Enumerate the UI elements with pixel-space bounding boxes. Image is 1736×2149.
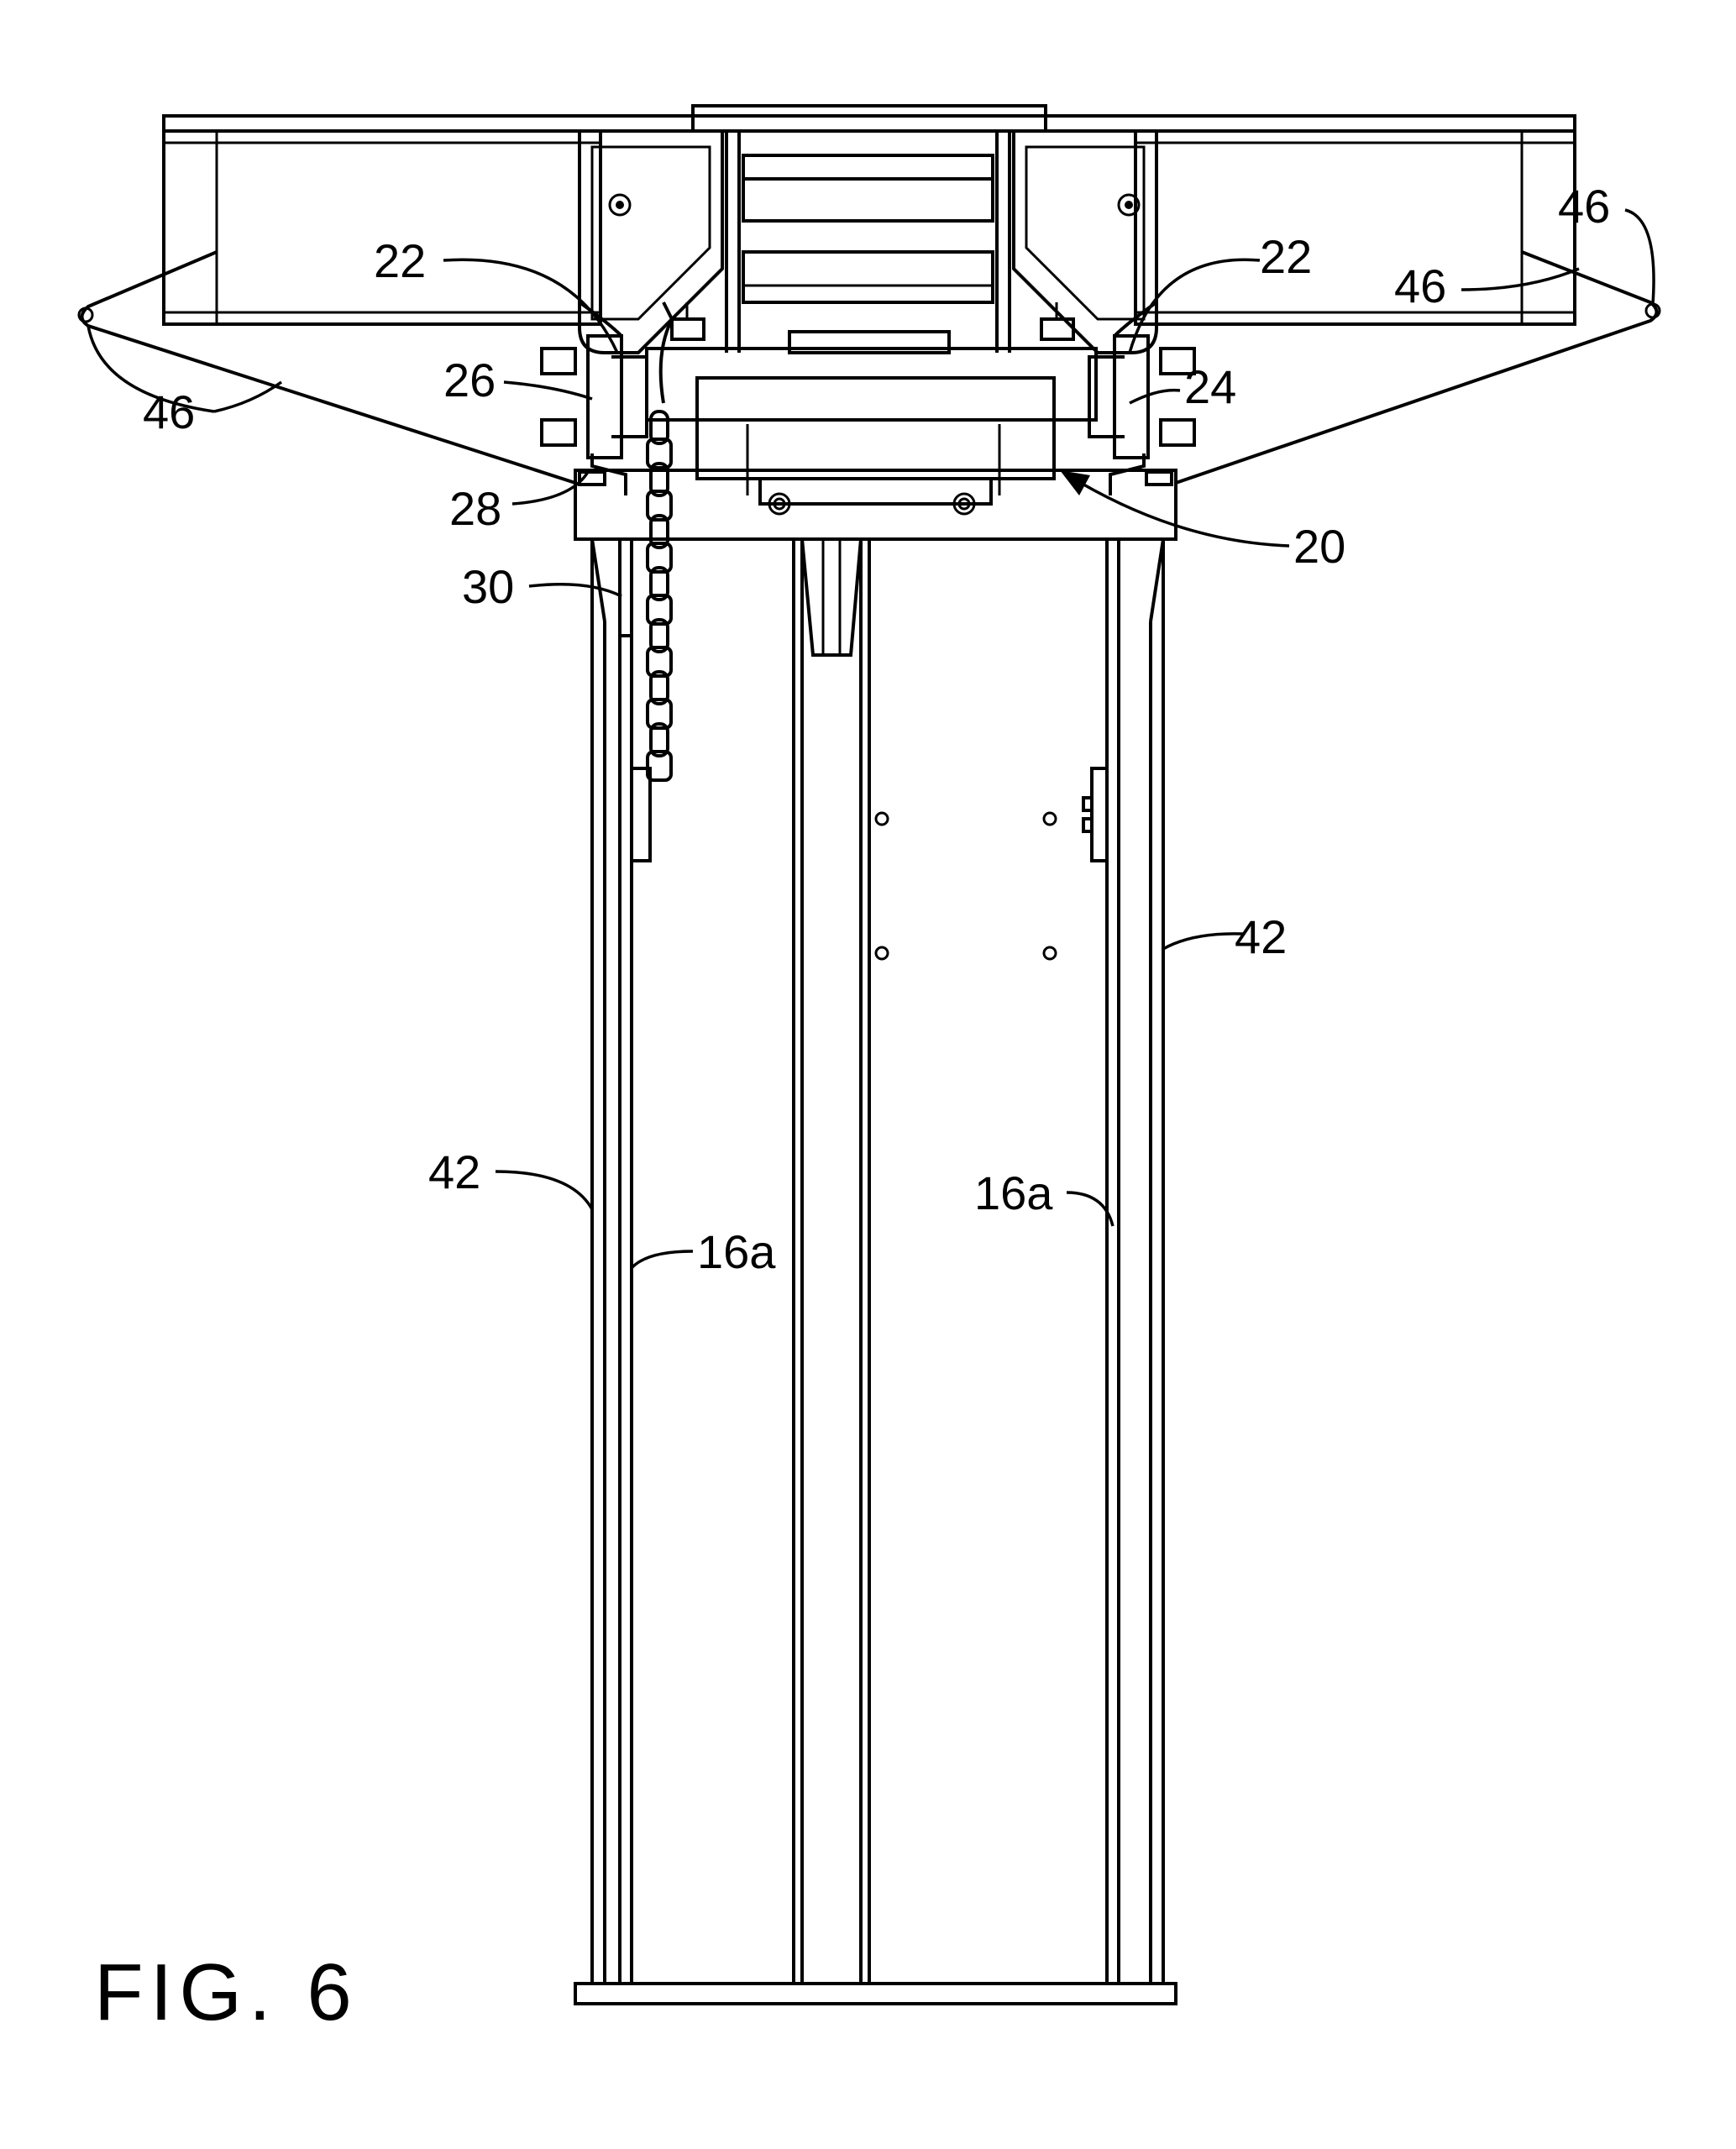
label-16a-left: 16a xyxy=(697,1225,776,1278)
chain-link xyxy=(646,490,673,522)
support-cables xyxy=(77,250,1661,485)
chain-link xyxy=(649,410,669,445)
chain-link xyxy=(649,722,669,757)
figure-caption: FIG. 6 xyxy=(94,1947,359,2037)
label-46-top-right: 46 xyxy=(1558,180,1610,233)
chain xyxy=(646,301,674,782)
label-22-right: 22 xyxy=(1260,230,1312,283)
chain-link xyxy=(646,594,673,626)
mast-column xyxy=(574,537,1177,2005)
chain-link xyxy=(649,514,669,549)
label-28: 28 xyxy=(449,482,501,535)
label-26: 26 xyxy=(443,354,496,406)
chain-link xyxy=(646,542,673,574)
label-30: 30 xyxy=(462,560,514,613)
chain-hook xyxy=(658,301,674,404)
label-24: 24 xyxy=(1184,360,1236,413)
label-42-right: 42 xyxy=(1235,910,1287,963)
label-46-left: 46 xyxy=(143,385,195,438)
chain-link xyxy=(646,698,673,730)
label-22-left: 22 xyxy=(374,234,426,287)
chain-link xyxy=(649,462,669,497)
label-20: 20 xyxy=(1293,520,1345,573)
chain-link xyxy=(649,566,669,601)
label-42-left: 42 xyxy=(428,1145,480,1198)
reference-labels: 22 22 26 24 28 30 20 42 42 16a 16a 46 46… xyxy=(143,180,1610,1278)
lower-header xyxy=(574,469,1177,541)
chain-link xyxy=(646,646,673,678)
label-16a-right: 16a xyxy=(974,1166,1053,1219)
center-carriage xyxy=(645,131,1098,516)
top-platform xyxy=(162,104,1576,326)
chain-link xyxy=(646,750,673,782)
chain-link xyxy=(649,670,669,705)
chain-link xyxy=(646,438,673,469)
leader-lines xyxy=(87,208,1655,1270)
chain-link xyxy=(649,618,669,653)
label-46-right: 46 xyxy=(1394,259,1446,312)
